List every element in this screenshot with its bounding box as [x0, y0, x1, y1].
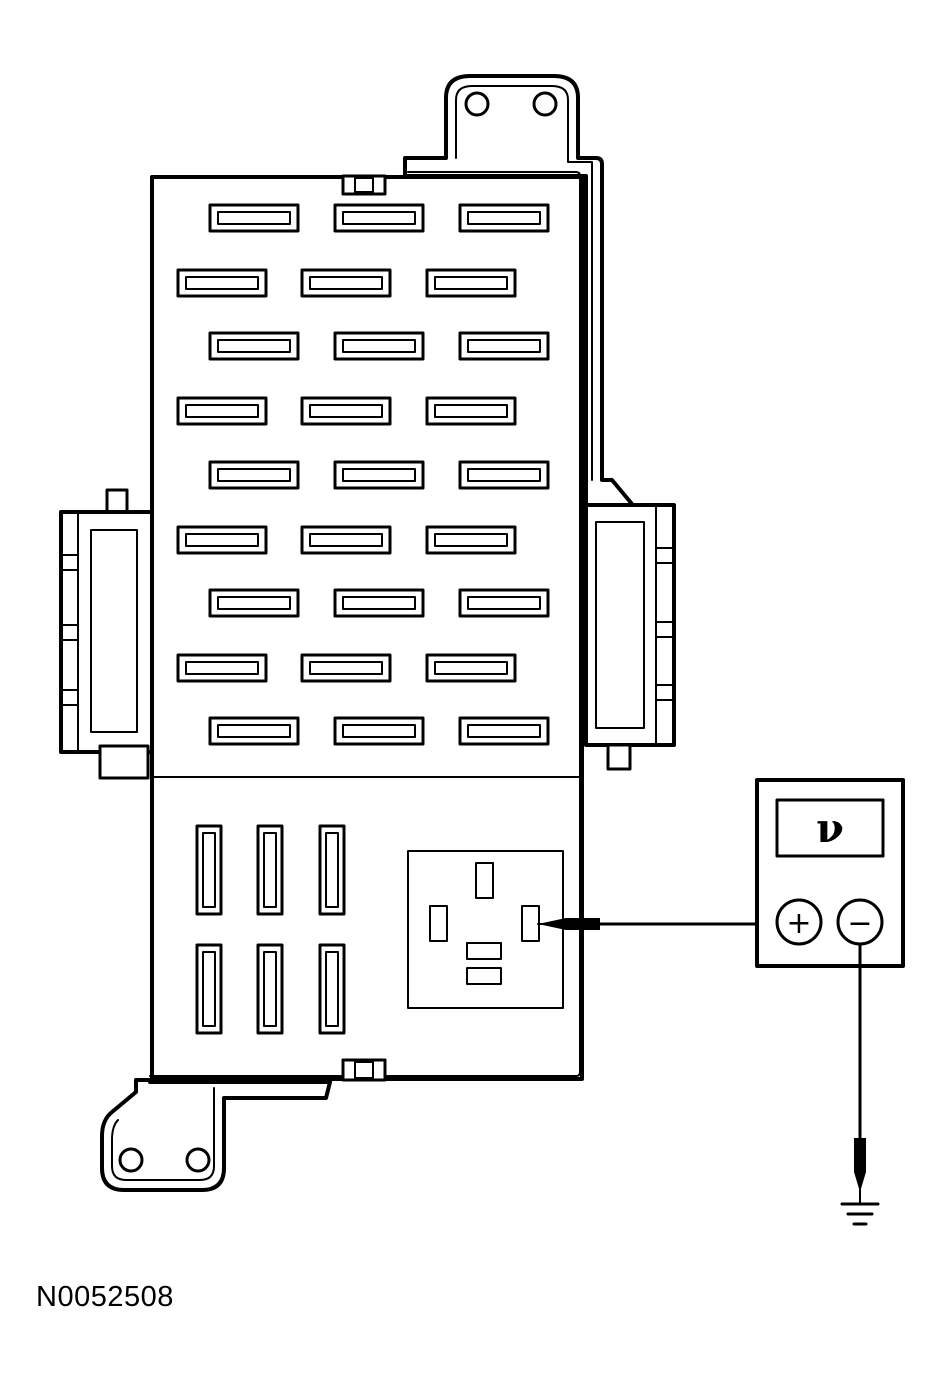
fuse-slot	[333, 588, 425, 618]
fuse-slot	[458, 203, 550, 233]
bottom-clip	[341, 1058, 387, 1082]
fuse-slot-grid	[176, 203, 550, 746]
fuse-slot	[300, 396, 392, 426]
vertical-fuse-slot	[195, 943, 223, 1035]
fuse-slot	[458, 460, 550, 490]
fuse-slot	[208, 588, 300, 618]
fuse-slot	[425, 653, 517, 683]
positive-terminal	[775, 898, 823, 946]
fuse-slot	[333, 716, 425, 746]
top-mounting-bracket	[403, 74, 634, 538]
vertical-fuse-slot	[256, 824, 284, 916]
voltmeter: ν + −	[755, 778, 905, 968]
voltmeter-display-symbol: ν	[816, 805, 844, 852]
fuse-slot	[176, 525, 268, 555]
fuse-slot	[208, 203, 300, 233]
positive-probe-tip	[538, 918, 600, 930]
fuse-slot	[300, 525, 392, 555]
ground-probe-tip	[854, 1138, 866, 1192]
fuse-slot	[458, 588, 550, 618]
fuse-slot	[300, 268, 392, 298]
figure-id: N0052508	[36, 1281, 174, 1313]
top-mounting-hole-right	[532, 91, 558, 117]
vertical-fuse-slot	[256, 943, 284, 1035]
vertical-fuse-slot	[318, 824, 346, 916]
voltmeter-display	[775, 798, 885, 858]
negative-terminal-label: −	[847, 906, 872, 941]
relay-pin-center-lower	[466, 967, 502, 985]
fuse-panel-housing	[59, 74, 676, 1192]
fuse-slot	[333, 460, 425, 490]
vertical-fuse-slots	[195, 824, 346, 1035]
fuse-slot	[458, 716, 550, 746]
fuse-slot	[208, 716, 300, 746]
bottom-mounting-hole-right	[185, 1147, 211, 1173]
vertical-fuse-slot	[195, 824, 223, 916]
right-side-connector	[584, 503, 676, 771]
left-side-connector	[59, 488, 155, 780]
relay-pin-left	[429, 905, 448, 942]
fuse-slot	[333, 331, 425, 361]
top-bracket-inner-edge	[455, 85, 593, 481]
bottom-bracket-inner-edge	[111, 1087, 215, 1181]
top-mounting-hole-left	[464, 91, 490, 117]
relay-socket	[407, 850, 564, 1009]
bottom-mounting-hole-left	[118, 1147, 144, 1173]
relay-pin-center-upper	[466, 942, 502, 960]
relay-pin-top	[475, 862, 494, 899]
fuse-slot	[458, 331, 550, 361]
fuse-slot	[300, 653, 392, 683]
fuse-slot	[208, 460, 300, 490]
bottom-mounting-bracket	[100, 1078, 332, 1192]
fuse-slot	[425, 396, 517, 426]
fuse-slot	[333, 203, 425, 233]
panel-inner-edge	[149, 171, 581, 1077]
vertical-fuse-slot	[318, 943, 346, 1035]
relay-pin-right	[521, 905, 540, 942]
fuse-slot	[176, 268, 268, 298]
positive-test-lead	[537, 918, 780, 930]
fuse-slot	[176, 396, 268, 426]
fuse-slot	[425, 268, 517, 298]
fuse-slot	[176, 653, 268, 683]
fuse-slot	[208, 331, 300, 361]
ground-symbol	[840, 1202, 880, 1226]
positive-terminal-label: +	[786, 906, 811, 941]
top-clip	[341, 174, 387, 196]
ground-test-lead	[840, 942, 880, 1226]
fuse-slot	[425, 525, 517, 555]
